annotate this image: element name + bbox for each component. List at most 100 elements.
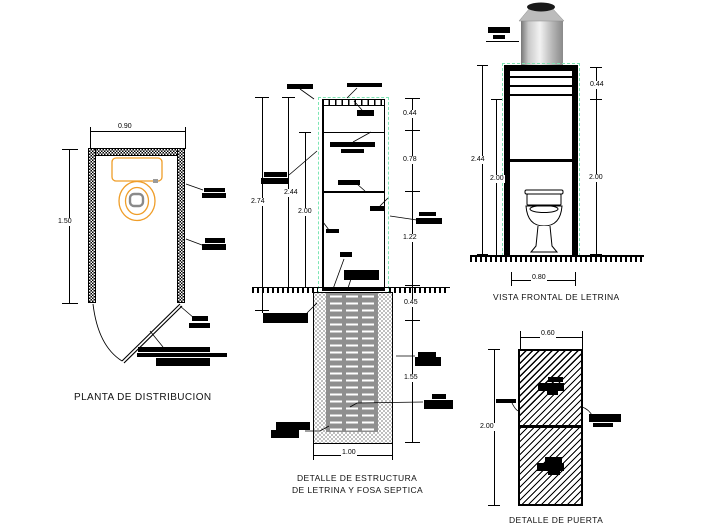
structure-wall-right: [384, 99, 385, 288]
plan-wall-left: [88, 148, 96, 303]
annotation-redacted: [202, 244, 226, 250]
leader-lines: [149, 87, 594, 432]
dim-tick: [405, 320, 420, 321]
annotation-redacted: [271, 430, 299, 438]
door-mid-rail: [518, 425, 583, 428]
dim-tick: [405, 442, 420, 443]
annotation-redacted: [493, 35, 505, 39]
toilet-flush-button: [153, 179, 158, 183]
vent-slat: [510, 94, 572, 96]
dim-line: [90, 131, 185, 132]
dim-label-clear: 2.00: [297, 208, 313, 216]
annotation-redacted: [156, 358, 210, 366]
annotation-redacted: [548, 377, 563, 382]
annotation-redacted: [202, 193, 226, 198]
dim-label-vent: 0.44: [402, 110, 418, 118]
ground-line: [252, 287, 450, 288]
dim-tick: [582, 331, 583, 349]
annotation-redacted: [538, 383, 564, 391]
annotation-redacted: [488, 27, 510, 33]
dim-label-front-width: 0.80: [531, 274, 547, 282]
leader-underline: [486, 41, 519, 42]
dim-tick: [590, 67, 602, 68]
annotation-redacted: [189, 323, 210, 328]
toilet-drain-symbol: [128, 192, 145, 208]
dim-tick: [488, 505, 500, 506]
dim-tick: [491, 99, 502, 100]
dim-tick: [90, 127, 91, 149]
annotation-redacted: [344, 270, 379, 280]
vent-cap-top: [527, 2, 555, 12]
ground-hatch-right: [389, 288, 449, 293]
leader-line: [149, 330, 164, 348]
leader-line: [332, 258, 345, 290]
annotation-redacted: [192, 316, 208, 321]
annotation-redacted: [340, 252, 352, 257]
dim-label-pit-depth: 1.55: [403, 374, 419, 382]
dim-line: [412, 98, 413, 443]
dim-tick: [477, 65, 488, 66]
dim-label-height: 2.44: [283, 189, 299, 197]
dim-label-lower: 1.22: [402, 234, 418, 242]
annotation-redacted: [341, 149, 364, 153]
annotation-redacted: [205, 238, 225, 243]
leader-line: [389, 215, 418, 221]
leader-line: [346, 87, 358, 99]
dim-tick: [282, 97, 295, 98]
leader-line: [185, 183, 204, 191]
toilet-bowl-front: [525, 205, 563, 227]
ground-hatch: [470, 257, 644, 262]
annotation-redacted: [287, 84, 313, 89]
toilet-bowl-outer: [118, 180, 156, 222]
dim-tick: [405, 98, 420, 99]
vent-slat: [510, 76, 572, 78]
annotation-redacted: [418, 352, 436, 357]
door-title: DETALLE DE PUERTA: [509, 515, 604, 525]
dim-label-front-vent: 0.44: [589, 81, 605, 89]
divider-line-seat: [322, 191, 385, 193]
front-roof-beam: [504, 65, 578, 71]
leader-line: [352, 131, 372, 143]
annotation-redacted: [370, 206, 384, 211]
pit-masonry-fill: [326, 293, 378, 432]
leader-line: [305, 425, 330, 432]
toilet-tank-front: [526, 193, 562, 206]
annotation-redacted: [537, 463, 564, 471]
front-wall-right: [572, 65, 578, 255]
annotation-redacted: [330, 142, 375, 147]
dim-label-mid: 0.78: [402, 156, 418, 164]
dim-tick: [255, 97, 269, 98]
dim-tick: [575, 272, 576, 286]
dim-tick: [62, 149, 78, 150]
dim-label-plan-width: 0.90: [117, 123, 133, 131]
dim-tick: [405, 191, 420, 192]
dim-tick: [488, 349, 500, 350]
dim-tick: [511, 272, 512, 286]
front-wall-left: [504, 65, 510, 255]
annotation-redacted: [432, 394, 446, 399]
dim-label-front-height: 2.44: [470, 156, 486, 164]
toilet-tank-lid: [524, 189, 564, 195]
toilet-bowl-inner: [124, 186, 150, 216]
annotation-redacted: [424, 400, 453, 409]
plan-toilet: [111, 157, 163, 222]
annotation-redacted: [357, 110, 374, 116]
toilet-pedestal: [529, 225, 559, 253]
annotation-redacted: [263, 313, 308, 323]
annotation-redacted: [276, 422, 310, 430]
divider-line-upper: [322, 132, 385, 133]
leader-line: [356, 183, 366, 192]
ground-line: [470, 255, 644, 257]
dim-label-overall: 2.74: [250, 198, 266, 206]
annotation-redacted: [496, 399, 516, 403]
roof-tick-row: [322, 100, 385, 105]
annotation-redacted: [416, 218, 442, 224]
leader-line: [288, 150, 318, 176]
dim-tick: [313, 444, 314, 460]
leader-line: [185, 238, 203, 246]
annotation-redacted: [264, 172, 287, 177]
annotation-redacted: [419, 212, 436, 216]
leader-curve: [511, 402, 520, 412]
